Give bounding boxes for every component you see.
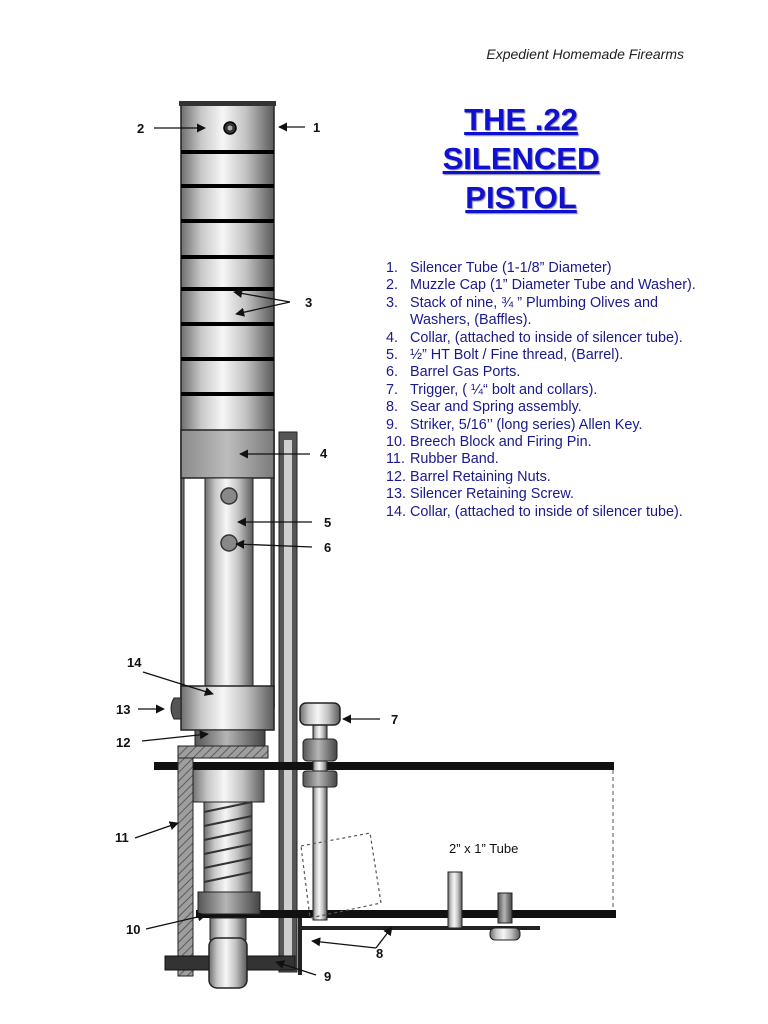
callout-8: 8 [376, 946, 383, 961]
striker-head [208, 937, 248, 989]
callout-14: 14 [127, 655, 142, 670]
part-item-12: 12.Barrel Retaining Nuts. [386, 468, 551, 485]
callout-12: 12 [116, 735, 130, 750]
callout-11: 11 [115, 830, 129, 845]
callout-2: 2 [137, 121, 144, 136]
title-line-2: SILENCED [442, 141, 600, 176]
breech-spring [203, 801, 253, 893]
retaining-screw [170, 697, 182, 720]
part-item-2: 2.Muzzle Cap (1” Diameter Tube and Washe… [386, 277, 696, 294]
barrel-washer [177, 745, 269, 759]
frame-bottom-rail [196, 910, 616, 918]
callout-5: 5 [324, 515, 331, 530]
part-item-11: 11.Rubber Band. [386, 451, 499, 468]
part-item-4: 4.Collar, (attached to inside of silence… [386, 329, 683, 346]
callout-7: 7 [391, 712, 398, 727]
trigger-collar-2 [302, 770, 338, 788]
callout-10: 10 [126, 922, 140, 937]
barrel-nut-lower [191, 767, 265, 803]
part-item-14: 14.Collar, (attached to inside of silenc… [386, 503, 683, 520]
callout-9: 9 [324, 969, 331, 984]
gas-port-lower [220, 534, 238, 552]
lower-collar [180, 685, 275, 731]
barrel-nut-upper [194, 729, 266, 747]
trigger-collar-1 [302, 738, 338, 762]
title-line-1: THE .22 [464, 102, 578, 137]
breech-block [197, 891, 261, 915]
part-item-8: 8.Sear and Spring assembly. [386, 399, 582, 416]
parts-list: 1.Silencer Tube (1-1/8” Diameter) 2.Muzz… [386, 260, 706, 521]
callout-1: 1 [313, 120, 320, 135]
callout-4: 4 [320, 446, 328, 461]
tube-label: 2” x 1” Tube [449, 841, 518, 856]
title-line-3: PISTOL [465, 180, 577, 215]
spring-base [489, 927, 521, 941]
diagram-title: THE .22 SILENCED PISTOL [426, 100, 616, 217]
sear-lever [298, 918, 540, 975]
baffle-stack [181, 150, 274, 396]
frame-top-rail [154, 762, 614, 770]
part-item-13: 13.Silencer Retaining Screw. [386, 486, 574, 503]
callout-13: 13 [116, 702, 130, 717]
part-item-3: 3.Stack of nine, ¾ ” Plumbing Olives and… [386, 294, 658, 329]
part-item-7: 7.Trigger, ( ¼“ bolt and collars). [386, 381, 598, 398]
sear-post [447, 871, 463, 929]
part-item-1: 1.Silencer Tube (1-1/8” Diameter) [386, 260, 612, 276]
page-header: Expedient Homemade Firearms [486, 46, 684, 62]
barrel [204, 477, 254, 687]
callout-6: 6 [324, 540, 331, 555]
gas-port-upper [220, 487, 238, 505]
rubber-band [177, 757, 194, 977]
trigger-head [299, 702, 341, 726]
callout-3: 3 [305, 295, 312, 310]
spring-post [497, 892, 513, 924]
part-item-10: 10.Breech Block and Firing Pin. [386, 434, 592, 451]
part-item-6: 6.Barrel Gas Ports. [386, 364, 521, 381]
part-item-9: 9.Striker, 5/16’’ (long series) Allen Ke… [386, 416, 643, 433]
callout-arrows [134, 122, 393, 976]
part-item-5: 5.½” HT Bolt / Fine thread, (Barrel). [386, 347, 624, 364]
